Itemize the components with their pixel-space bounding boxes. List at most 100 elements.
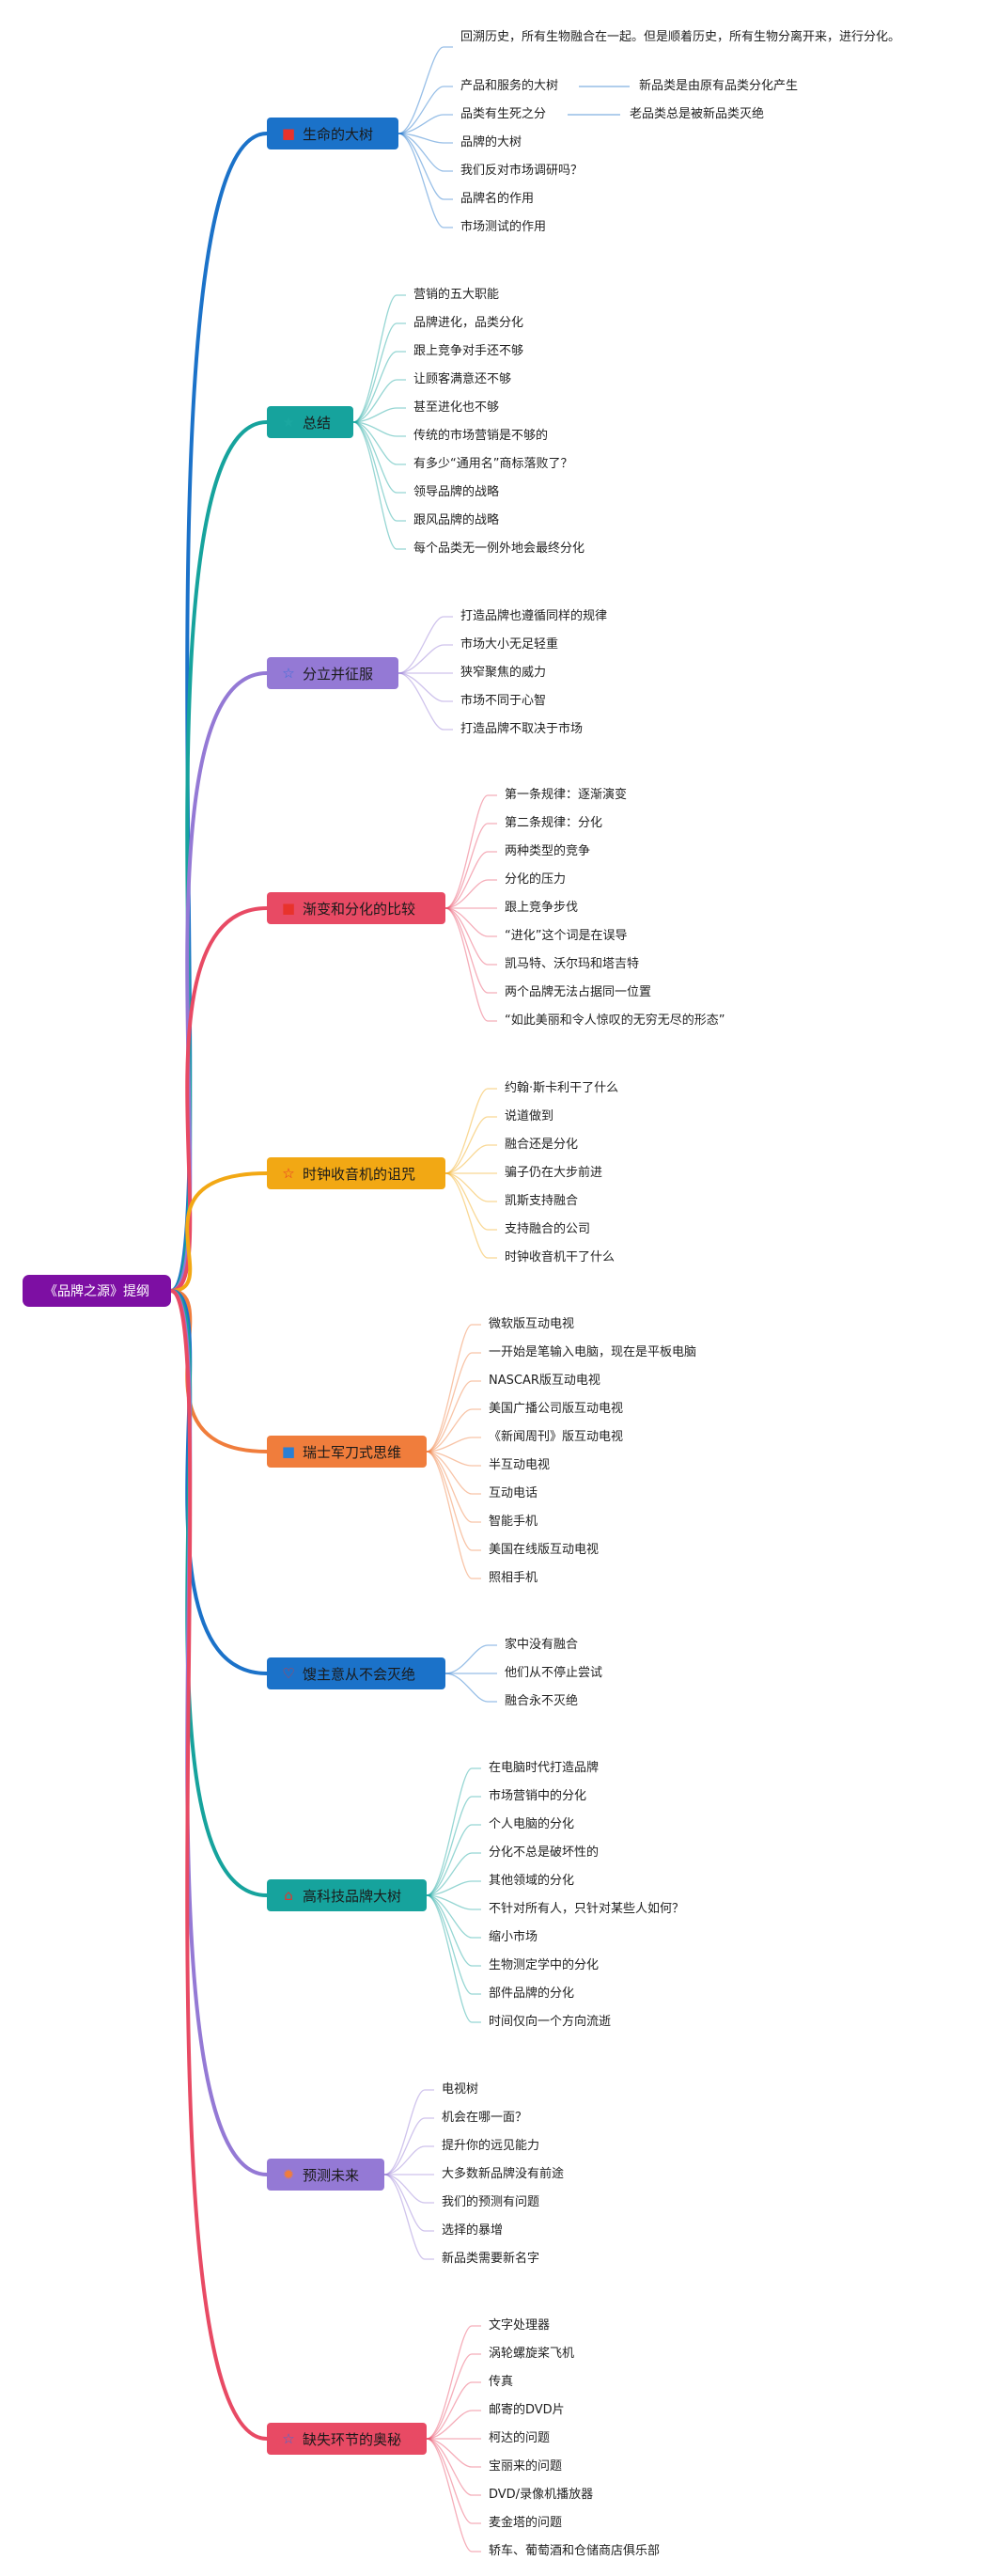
leaf-node[interactable]: 传真 — [489, 2375, 514, 2389]
leaf-edge — [383, 2145, 434, 2175]
leaf-node[interactable]: 产品和服务的大树 — [460, 79, 559, 93]
leaf-node[interactable]: 微软版互动电视 — [489, 1317, 575, 1331]
leaf-node[interactable]: 缩小市场 — [489, 1930, 538, 1944]
leaf-node[interactable]: 宝丽来的问题 — [489, 2459, 563, 2474]
leaf-node[interactable]: 第二条规律：分化 — [505, 816, 603, 830]
leaf-node[interactable]: 提升你的远见能力 — [442, 2139, 540, 2153]
leaf-node[interactable]: 市场大小无足轻重 — [460, 637, 559, 652]
leaf-node[interactable]: 智能手机 — [489, 1515, 538, 1529]
leaf-node[interactable]: 我们反对市场调研吗？ — [460, 164, 584, 178]
leaf-node[interactable]: 品牌的大树 — [460, 135, 522, 149]
star-icon: ★ — [282, 414, 295, 431]
leaf-node[interactable]: DVD/录像机播放器 — [489, 2488, 594, 2502]
leaf-node[interactable]: 半互动电视 — [489, 1458, 551, 1472]
leaf-edge — [444, 1172, 497, 1259]
leaf-node[interactable]: 机会在哪一面？ — [442, 2111, 528, 2125]
leaf-node[interactable]: 支持融合的公司 — [505, 1222, 591, 1236]
leaf-node[interactable]: 回溯历史，所有生物融合在一起。但是顺着历史，所有生物分离开来，进行分化。 — [460, 30, 901, 44]
leaf-node[interactable]: 约翰·斯卡利干了什么 — [505, 1081, 619, 1095]
leaf-node[interactable]: 狭窄聚焦的威力 — [460, 666, 547, 680]
leaf-node[interactable]: 市场不同于心智 — [460, 694, 547, 708]
leaf-node[interactable]: 跟风品牌的战略 — [413, 513, 500, 527]
branch-node[interactable]: ♡馊主意从不会灭绝 — [267, 1657, 445, 1689]
leaf-node[interactable]: 互动电话 — [489, 1486, 538, 1500]
leaf-node[interactable]: “进化”这个词是在误导 — [505, 929, 628, 943]
leaf-node[interactable]: 美国在线版互动电视 — [489, 1543, 600, 1557]
leaf-node[interactable]: 涡轮螺旋桨飞机 — [489, 2347, 575, 2361]
leaf-node[interactable]: 营销的五大职能 — [413, 288, 500, 302]
leaf-node[interactable]: 个人电脑的分化 — [489, 1817, 575, 1831]
leaf-node[interactable]: 打造品牌也遵循同样的规律 — [460, 609, 608, 623]
leaf-node[interactable]: 市场营销中的分化 — [489, 1789, 587, 1803]
leaf-node[interactable]: NASCAR版互动电视 — [489, 1374, 600, 1388]
leaf-node[interactable]: 照相手机 — [489, 1571, 538, 1585]
leaf-edge — [352, 294, 406, 423]
leaf-node[interactable]: 我们的预测有问题 — [442, 2195, 540, 2209]
branch-node[interactable]: ★总结 — [267, 406, 353, 438]
leaf-node[interactable]: 麦金塔的问题 — [489, 2516, 563, 2530]
leaf-node[interactable]: 电视树 — [442, 2082, 479, 2097]
leaf-node[interactable]: 分化的压力 — [505, 872, 567, 887]
leaf-node[interactable]: 柯达的问题 — [489, 2431, 551, 2445]
leaf-node[interactable]: 在电脑时代打造品牌 — [489, 1761, 600, 1775]
leaf-node[interactable]: 骗子仍在大步前进 — [505, 1166, 603, 1180]
leaf-node[interactable]: 甚至进化也不够 — [413, 401, 500, 415]
leaf-node[interactable]: 融合永不灭绝 — [505, 1694, 579, 1708]
leaf-edge — [426, 1894, 481, 1910]
branch-edge — [169, 420, 269, 1293]
leaf-node[interactable]: 品牌名的作用 — [460, 192, 535, 206]
leaf-node[interactable]: 分化不总是破坏性的 — [489, 1846, 600, 1860]
leaf-node[interactable]: 他们从不停止尝试 — [505, 1666, 603, 1680]
leaf-node[interactable]: 新品类需要新名字 — [442, 2252, 540, 2266]
branch-node[interactable]: ☆分立并征服 — [267, 657, 398, 689]
leaf-node[interactable]: 传统的市场营销是不够的 — [413, 429, 549, 443]
leaf-edge — [397, 133, 453, 172]
leaf-node[interactable]: 家中没有融合 — [505, 1638, 579, 1652]
branch-node[interactable]: ⌂高科技品牌大树 — [267, 1879, 427, 1911]
branch-label: 预测未来 — [303, 2166, 360, 2184]
leaf-node[interactable]: 品类有生死之分 — [460, 107, 547, 121]
leaf-node[interactable]: 文字处理器 — [489, 2318, 551, 2333]
leaf-node[interactable]: 大多数新品牌没有前途 — [442, 2167, 565, 2181]
branch-node[interactable]: ■渐变和分化的比较 — [267, 892, 445, 924]
leaf-node[interactable]: 部件品牌的分化 — [489, 1987, 575, 2001]
branch-node[interactable]: ☆缺失环节的奥秘 — [267, 2423, 427, 2455]
leaf-node[interactable]: 让顾客满意还不够 — [413, 372, 512, 386]
subleaf-node[interactable]: 老品类总是被新品类灭绝 — [630, 107, 765, 121]
branch-node[interactable]: ☆时钟收音机的诅咒 — [267, 1157, 445, 1189]
leaf-node[interactable]: “如此美丽和令人惊叹的无穷无尽的形态” — [505, 1013, 725, 1028]
leaf-node[interactable]: 说道做到 — [505, 1109, 554, 1123]
leaf-node[interactable]: 融合还是分化 — [505, 1138, 579, 1152]
leaf-node[interactable]: 两种类型的竞争 — [505, 844, 591, 858]
leaf-node[interactable]: 第一条规律：逐渐演变 — [505, 788, 628, 802]
leaf-node[interactable]: 美国广播公司版互动电视 — [489, 1402, 624, 1416]
leaf-edge — [426, 1796, 481, 1896]
leaf-node[interactable]: 不针对所有人，只针对某些人如何？ — [489, 1902, 685, 1916]
leaf-node[interactable]: 一开始是笔输入电脑，现在是平板电脑 — [489, 1345, 697, 1359]
leaf-node[interactable]: 跟上竞争对手还不够 — [413, 344, 524, 358]
leaf-node[interactable]: 生物测定学中的分化 — [489, 1958, 600, 1972]
leaf-edge — [426, 2438, 481, 2468]
leaf-node[interactable]: 品牌进化，品类分化 — [413, 316, 524, 330]
root-node[interactable]: 《品牌之源》提纲 — [23, 1275, 171, 1307]
leaf-node[interactable]: 轿车、葡萄酒和仓储商店俱乐部 — [489, 2544, 661, 2558]
leaf-node[interactable]: 选择的暴增 — [442, 2223, 504, 2238]
leaf-node[interactable]: 其他领域的分化 — [489, 1874, 575, 1888]
branch-node[interactable]: ✹预测未来 — [267, 2159, 384, 2191]
leaf-node[interactable]: 市场测试的作用 — [460, 220, 547, 234]
leaf-node[interactable]: 时间仅向一个方向流逝 — [489, 2015, 612, 2029]
leaf-node[interactable]: 《新闻周刊》版互动电视 — [489, 1430, 624, 1444]
leaf-node[interactable]: 打造品牌不取决于市场 — [460, 722, 584, 736]
branch-node[interactable]: ■生命的大树 — [267, 118, 398, 149]
leaf-node[interactable]: 邮寄的DVD片 — [489, 2403, 565, 2417]
subleaf-node[interactable]: 新品类是由原有品类分化产生 — [639, 79, 799, 93]
leaf-node[interactable]: 凯马特、沃尔玛和塔吉特 — [505, 957, 640, 971]
leaf-node[interactable]: 有多少“通用名”商标落败了？ — [413, 457, 573, 471]
leaf-node[interactable]: 跟上竞争步伐 — [505, 901, 579, 915]
branch-node[interactable]: ■瑞士军刀式思维 — [267, 1436, 427, 1468]
leaf-node[interactable]: 领导品牌的战略 — [413, 485, 500, 499]
leaf-node[interactable]: 凯斯支持融合 — [505, 1194, 579, 1208]
leaf-node[interactable]: 两个品牌无法占据同一位置 — [505, 985, 652, 999]
leaf-node[interactable]: 时钟收音机干了什么 — [505, 1250, 616, 1264]
leaf-node[interactable]: 每个品类无一例外地会最终分化 — [413, 542, 585, 556]
